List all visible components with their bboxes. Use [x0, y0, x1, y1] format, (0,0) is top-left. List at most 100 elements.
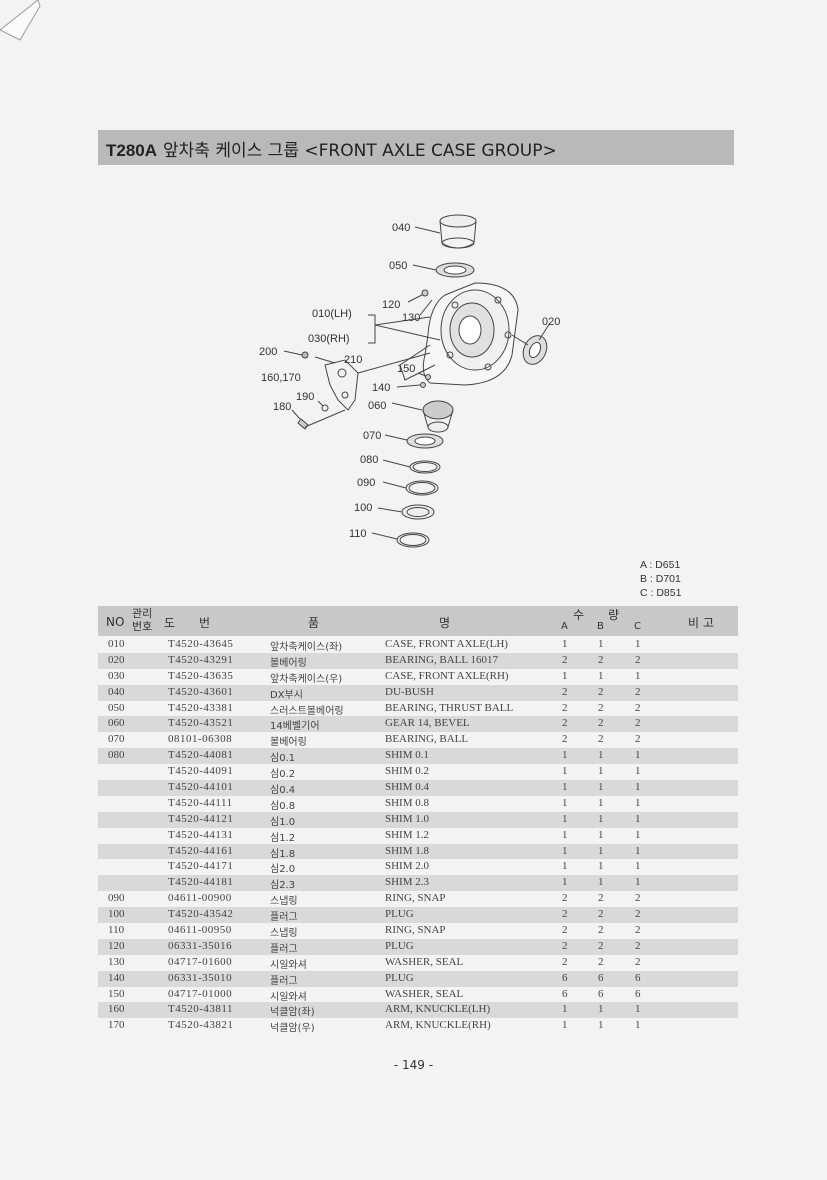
header-remarks: 비 고 — [688, 616, 714, 630]
cell-en: BEARING, THRUST BALL — [385, 701, 514, 714]
cell-c: 2 — [635, 685, 641, 698]
cell-a: 1 — [562, 749, 568, 762]
cell-b: 1 — [598, 1019, 604, 1032]
cell-b: 2 — [598, 908, 604, 921]
cell-c: 1 — [635, 638, 641, 650]
diagram-label-020: 020 — [542, 316, 560, 328]
folded-corner — [0, 0, 41, 41]
cell-kr: 심1.8 — [270, 848, 296, 860]
cell-part: T4520-43821 — [168, 1019, 234, 1032]
diagram-label-070: 070 — [363, 430, 381, 442]
cell-kr: 심0.8 — [270, 800, 296, 812]
cell-a: 2 — [562, 892, 568, 905]
cell-b: 6 — [598, 971, 604, 984]
cell-a: 2 — [562, 955, 568, 968]
cell-c: 2 — [635, 717, 641, 730]
cell-a: 1 — [562, 1019, 568, 1032]
cell-part: 04717-01000 — [168, 987, 233, 1000]
cell-no: 090 — [108, 892, 125, 905]
cell-b: 1 — [598, 765, 604, 778]
cell-en: SHIM 0.4 — [385, 781, 430, 794]
cell-b: 2 — [598, 701, 604, 714]
cell-kr: 넉클암(우) — [270, 1023, 315, 1035]
cell-a: 2 — [562, 924, 568, 937]
cell-a: 2 — [562, 717, 568, 730]
cell-a: 2 — [562, 653, 568, 666]
cell-a: 6 — [562, 987, 568, 1000]
cell-en: ARM, KNUCKLE(RH) — [385, 1019, 491, 1032]
cell-c: 1 — [635, 812, 641, 825]
cell-c: 2 — [635, 939, 641, 952]
diagram-label-180: 180 — [273, 401, 291, 413]
cell-c: 1 — [635, 669, 641, 682]
cell-part: 04717-01600 — [168, 955, 233, 968]
cell-a: 1 — [562, 876, 568, 889]
cell-en: GEAR 14, BEVEL — [385, 717, 470, 730]
diagram-label-130: 130 — [402, 312, 420, 324]
cell-part: T4520-44171 — [168, 860, 234, 873]
cell-part: T4520-44121 — [168, 812, 234, 825]
cell-en: BEARING, BALL 16017 — [385, 653, 498, 666]
exploded-parts-diagram: 040 050 120 130 010(LH) 030(RH) 020 200 … — [259, 214, 560, 548]
diagram-label-120: 120 — [382, 299, 400, 311]
cell-en: SHIM 2.3 — [385, 876, 430, 889]
diagram-label-200: 200 — [259, 346, 277, 358]
cell-a: 6 — [562, 971, 568, 984]
model-a: A : D651 — [640, 559, 681, 571]
cell-a: 1 — [562, 844, 568, 857]
cell-no: 170 — [108, 1019, 125, 1032]
diagram-label-030: 030(RH) — [308, 333, 350, 345]
cell-b: 1 — [598, 828, 604, 841]
header-qty-a: A — [561, 621, 568, 632]
cell-c: 1 — [635, 765, 641, 778]
cell-part: 04611-00900 — [168, 892, 232, 905]
cell-part: T4520-43542 — [168, 908, 234, 921]
diagram-label-110: 110 — [349, 528, 367, 540]
cell-en: SHIM 0.2 — [385, 765, 430, 778]
cell-part: T4520-43601 — [168, 685, 234, 698]
header-qty-b: B — [597, 621, 604, 632]
cell-part: T4520-43811 — [168, 1003, 233, 1016]
cell-en: SHIM 2.0 — [385, 860, 430, 873]
diagram-label-060: 060 — [368, 400, 386, 412]
cell-no: 050 — [108, 701, 125, 714]
cell-c: 2 — [635, 955, 641, 968]
cell-a: 2 — [562, 939, 568, 952]
cell-a: 2 — [562, 733, 568, 746]
cell-no: 130 — [108, 955, 125, 968]
cell-part: T4520-44111 — [168, 796, 233, 809]
cell-b: 1 — [598, 796, 604, 809]
cell-part: T4520-43521 — [168, 717, 234, 730]
diagram-label-150: 150 — [397, 363, 415, 375]
model-b: B : D701 — [640, 573, 681, 585]
cell-part: T4520-43381 — [168, 701, 234, 714]
cell-no: 040 — [108, 685, 125, 698]
cell-a: 1 — [562, 812, 568, 825]
cell-b: 2 — [598, 955, 604, 968]
cell-part: T4520-43635 — [168, 669, 234, 682]
cell-part: 08101-06308 — [168, 733, 233, 746]
cell-no: 100 — [108, 908, 125, 921]
cell-c: 2 — [635, 908, 641, 921]
diagram-label-100: 100 — [354, 502, 372, 514]
diagram-label-090: 090 — [357, 477, 375, 489]
cell-no: 070 — [108, 733, 125, 746]
diagram-label-080: 080 — [360, 454, 378, 466]
cell-part: T4520-44091 — [168, 765, 234, 778]
cell-c: 2 — [635, 653, 641, 666]
cell-b: 6 — [598, 987, 604, 1000]
cell-a: 1 — [562, 781, 568, 794]
cell-part: T4520-44101 — [168, 781, 234, 794]
model-c: C : D851 — [640, 587, 682, 599]
cell-kr: 넉클암(좌) — [270, 1007, 315, 1019]
